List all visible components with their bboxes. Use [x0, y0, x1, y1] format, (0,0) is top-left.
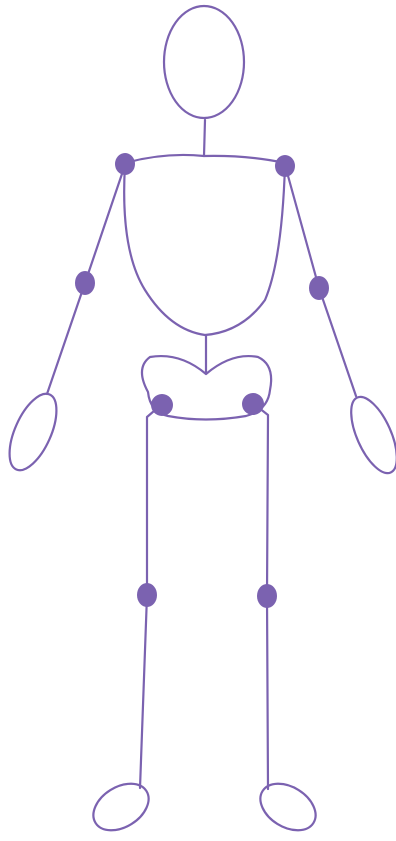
right-shoulder-joint — [275, 155, 295, 177]
left-foot — [85, 774, 157, 840]
left-hand — [0, 387, 66, 477]
torso — [124, 165, 285, 335]
left-hip-joint — [151, 394, 173, 416]
right-knee-joint — [257, 584, 277, 608]
right-hand — [342, 391, 396, 480]
right-foot — [252, 774, 324, 840]
right-elbow-joint — [309, 276, 329, 300]
left-shoulder-joint — [115, 153, 135, 175]
shoulders — [125, 155, 285, 163]
left-elbow-joint — [75, 271, 95, 295]
right-hip-joint — [242, 393, 264, 415]
left-knee-joint — [137, 583, 157, 607]
neck — [204, 120, 205, 156]
head — [164, 6, 244, 118]
